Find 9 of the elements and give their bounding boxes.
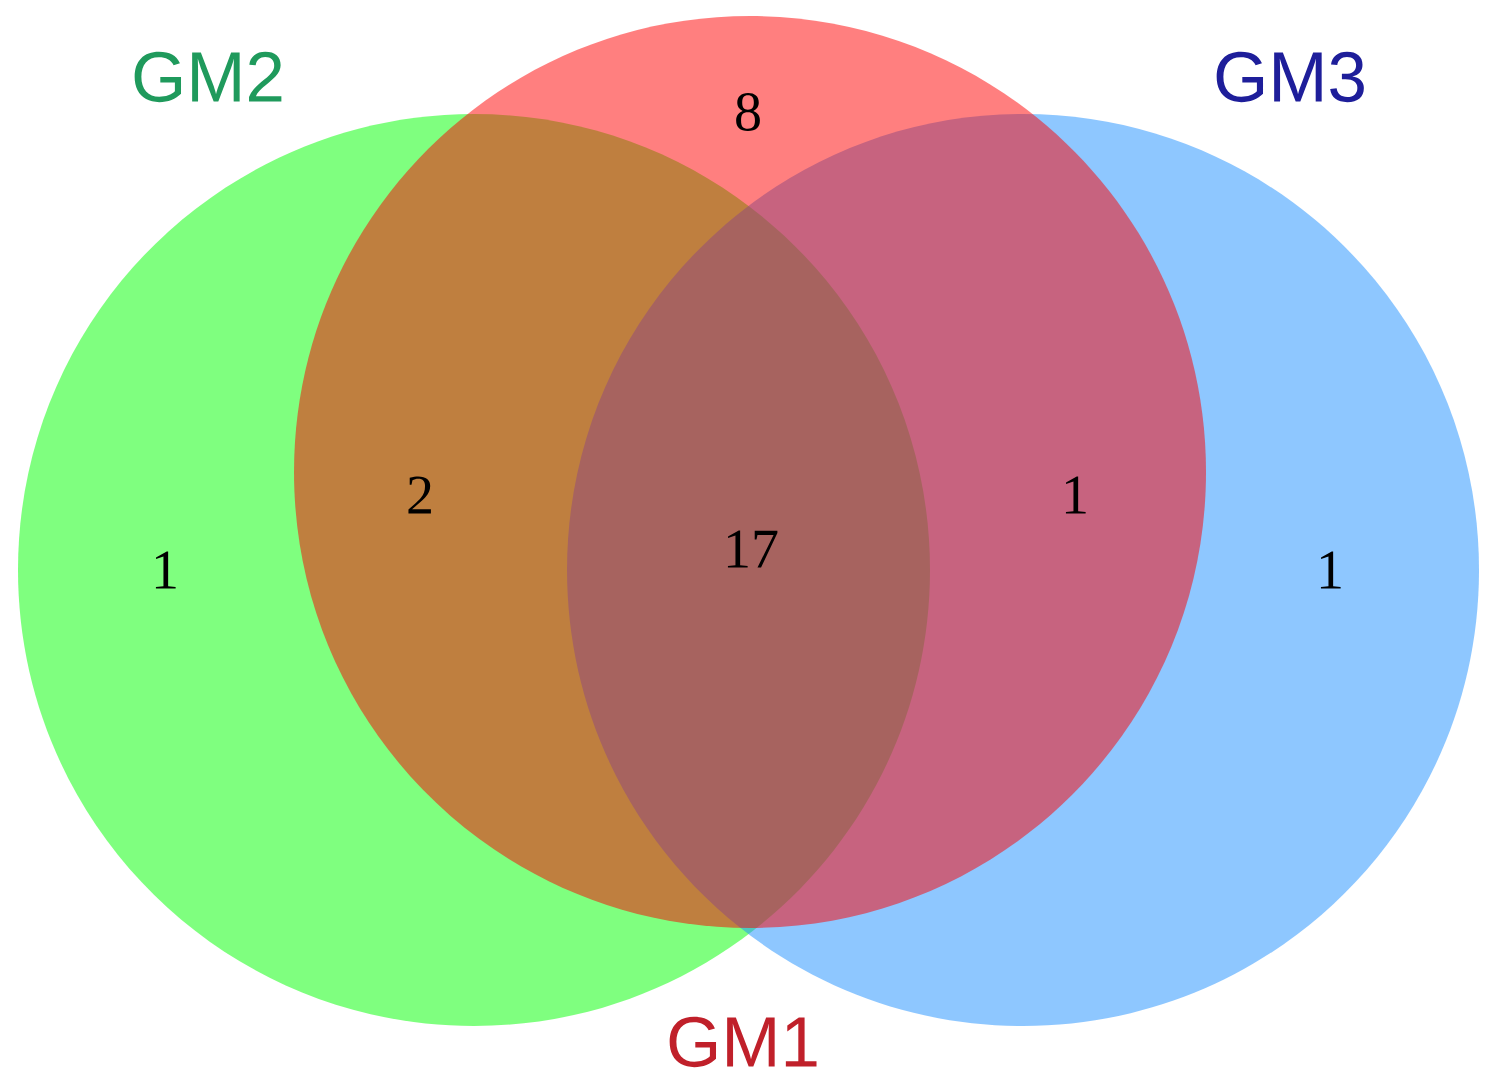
- region-count: 1: [1065, 476, 1086, 514]
- region-count: 1: [155, 551, 176, 589]
- region-count: 8: [736, 93, 760, 131]
- region-count: 1: [1320, 551, 1341, 589]
- region-count: 2: [408, 476, 431, 514]
- region-count: 17: [727, 530, 778, 568]
- set-label: GM1: [669, 1016, 817, 1068]
- set-label: GM2: [134, 51, 282, 103]
- set-label: GM3: [1216, 51, 1364, 103]
